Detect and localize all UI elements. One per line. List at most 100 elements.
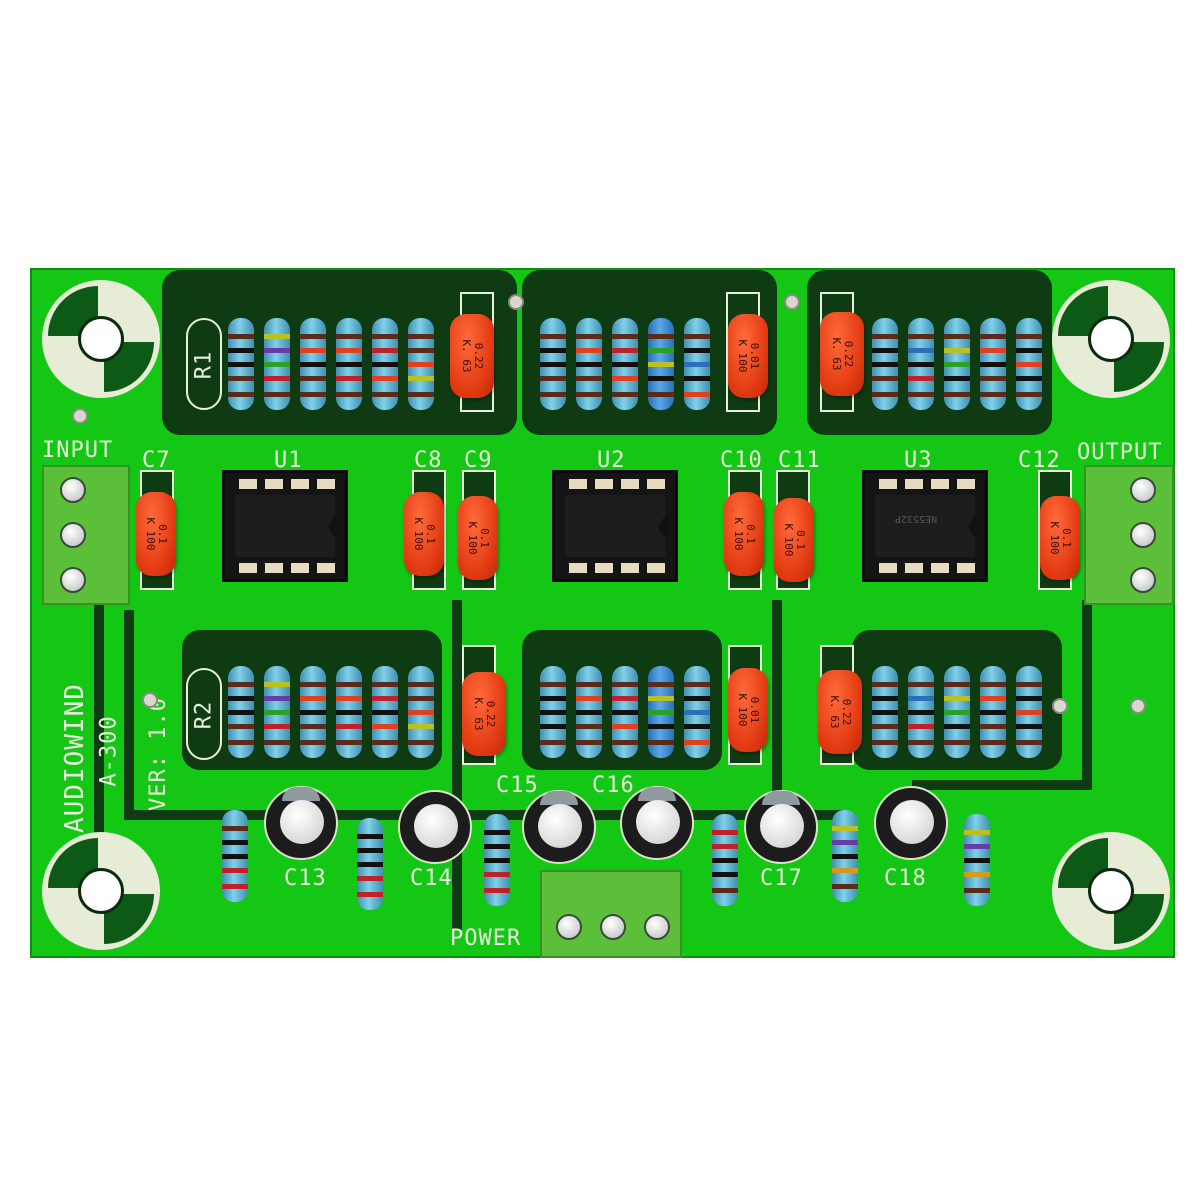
electrolytic-cap-c16 (620, 786, 694, 860)
capacitor-bot-1: 0.22 K. 63 (462, 672, 506, 756)
via-pad (1130, 698, 1146, 714)
output-screw-1[interactable] (1130, 477, 1156, 503)
power-screw-2[interactable] (600, 914, 626, 940)
output-screw-2[interactable] (1130, 522, 1156, 548)
version-label: VER: 1.0 (146, 697, 171, 811)
output-terminal-block[interactable] (1084, 465, 1174, 605)
c13-label: C13 (284, 866, 327, 891)
resistor (336, 318, 362, 410)
resistor (300, 318, 326, 410)
r1-label: R1 (191, 350, 217, 380)
resistor (944, 318, 970, 410)
capacitor-top-3: 0.22 K. 63 (820, 312, 864, 396)
resistor (576, 318, 602, 410)
r2-label: R2 (191, 700, 217, 730)
c12-label: C12 (1018, 448, 1061, 473)
trace-mid-2 (772, 600, 782, 800)
resistor (264, 318, 290, 410)
resistor (684, 318, 710, 410)
resistor (712, 814, 738, 906)
input-screw-2[interactable] (60, 522, 86, 548)
input-screw-1[interactable] (60, 477, 86, 503)
via-pad (508, 294, 524, 310)
resistor (872, 666, 898, 758)
resistor (1016, 666, 1042, 758)
mounting-hole-bottom-left (42, 832, 160, 950)
resistor (372, 318, 398, 410)
resistor (980, 318, 1006, 410)
brand-label: AUDIOWIND (60, 683, 90, 833)
power-screw-3[interactable] (644, 914, 670, 940)
resistor (228, 318, 254, 410)
ic-u3: NE5532P (862, 470, 988, 582)
mounting-hole-bottom-right (1052, 832, 1170, 950)
input-label: INPUT (42, 438, 114, 463)
resistor (408, 318, 434, 410)
resistor (228, 666, 254, 758)
resistor (908, 666, 934, 758)
trace-left-vertical (94, 600, 104, 930)
capacitor-c12: 0.1 K 100 (1040, 496, 1080, 580)
u3-marking: NE5532P (895, 513, 938, 524)
input-terminal-block[interactable] (42, 465, 130, 605)
c7-label: C7 (142, 448, 171, 473)
electrolytic-cap-c15 (522, 790, 596, 864)
capacitor-c10: 0.1 K 100 (724, 492, 764, 576)
resistor (612, 666, 638, 758)
power-terminal-block[interactable] (540, 870, 682, 958)
c11-label: C11 (778, 448, 821, 473)
model-label: A-300 (96, 715, 122, 787)
capacitor-bot-2: 0.01 K 100 (728, 668, 768, 752)
capacitor-top-2: 0.01 K 100 (728, 314, 768, 398)
resistor (540, 318, 566, 410)
c16-label: C16 (592, 773, 635, 798)
c14-label: C14 (410, 866, 453, 891)
mounting-hole-top-right (1052, 280, 1170, 398)
resistor (980, 666, 1006, 758)
via-pad (1052, 698, 1068, 714)
c9-label: C9 (464, 448, 493, 473)
resistor (357, 818, 383, 910)
resistor (832, 810, 858, 902)
resistor (336, 666, 362, 758)
c17-label: C17 (760, 866, 803, 891)
c8-label: C8 (414, 448, 443, 473)
output-label: OUTPUT (1077, 440, 1163, 465)
trace-right-vertical (1082, 600, 1092, 790)
u2-label: U2 (597, 448, 626, 473)
resistor (964, 814, 990, 906)
power-screw-1[interactable] (556, 914, 582, 940)
mounting-hole-top-left (42, 280, 160, 398)
resistor (944, 666, 970, 758)
c15-label: C15 (496, 773, 539, 798)
output-screw-3[interactable] (1130, 567, 1156, 593)
electrolytic-cap-c18 (874, 786, 948, 860)
r1-outline (186, 318, 222, 410)
electrolytic-cap-c13 (264, 786, 338, 860)
resistor (222, 810, 248, 902)
resistor (264, 666, 290, 758)
input-screw-3[interactable] (60, 567, 86, 593)
resistor (484, 814, 510, 906)
resistor (684, 666, 710, 758)
via-pad (142, 692, 158, 708)
resistor (612, 318, 638, 410)
c18-label: C18 (884, 866, 927, 891)
trace-mid-1 (452, 600, 462, 930)
electrolytic-cap-c17 (744, 790, 818, 864)
capacitor-top-1: 0.22 K. 63 (450, 314, 494, 398)
resistor (648, 666, 674, 758)
ic-u2 (552, 470, 678, 582)
resistor (576, 666, 602, 758)
resistor (872, 318, 898, 410)
capacitor-c9: 0.1 K 100 (458, 496, 498, 580)
via-pad (784, 294, 800, 310)
electrolytic-cap-c14 (398, 790, 472, 864)
u3-label: U3 (904, 448, 933, 473)
ic-u1 (222, 470, 348, 582)
pcb-board: AUDIOWIND A-300 VER: 1.0 INPUT OUTPUT PO… (30, 268, 1175, 958)
capacitor-c11: 0.1 K 100 (774, 498, 814, 582)
resistor (1016, 318, 1042, 410)
trace-bottom-bus-right (912, 780, 1092, 790)
resistor (648, 318, 674, 410)
